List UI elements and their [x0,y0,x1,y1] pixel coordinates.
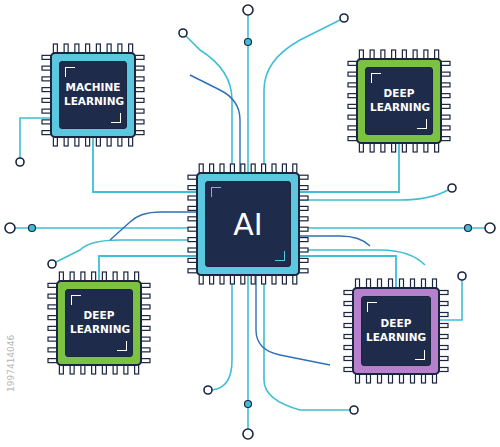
via-dot [465,225,472,232]
chip-core: MACHINE LEARNING [59,61,127,129]
trace [247,14,249,172]
via-dot [245,39,252,46]
chip-core: DEEP LEARNING [361,296,431,366]
terminal [179,29,187,37]
terminal [204,386,212,394]
corner-mark [417,119,427,129]
chip-label: MACHINE LEARNING [60,79,126,110]
corner-mark [65,67,75,77]
terminal [340,14,348,22]
trace [186,36,232,172]
corner-mark [111,113,121,123]
chip-box: MACHINE LEARNING [50,52,136,138]
processor-chip: AI [196,172,300,276]
corner-mark [117,341,127,351]
circuit-connector [99,256,196,280]
chip-core: DEEP LEARNING [65,289,133,357]
terminal [485,223,495,233]
via-dot [29,225,36,232]
terminal [350,406,358,414]
corner-mark [415,350,425,360]
circuit-connector [300,144,399,192]
trace [14,227,196,229]
corner-mark [71,295,81,305]
trace [56,240,196,262]
terminal [5,223,15,233]
pin-row [48,272,150,374]
chip-core: DEEP LEARNING [365,67,433,135]
trace [110,212,196,240]
pin-row [42,44,144,146]
circuit-connector [300,256,396,287]
circuit-connector [93,138,196,192]
corner-mark [275,251,285,261]
terminal [448,184,456,192]
pin-row [188,164,308,284]
watermark: 1997414046 [6,335,16,392]
trace [256,276,330,365]
terminal [243,429,253,439]
terminal [48,260,56,268]
trace [264,20,340,172]
terminal [458,272,466,280]
terminal [16,158,24,166]
chip-label: DEEP LEARNING [366,85,432,116]
corner-mark [371,73,381,83]
trace [190,75,240,172]
chip-label: DEEP LEARNING [362,315,430,346]
trace [300,236,370,246]
pin-row [348,50,450,152]
trace [264,276,350,410]
via-dot [245,401,252,408]
corner-mark [211,187,221,197]
chip-box: DEEP LEARNING [56,280,142,366]
corner-mark [367,302,377,312]
chip-label: AI [229,203,266,246]
terminal [243,5,253,15]
trace [300,250,425,265]
chip-box: DEEP LEARNING [352,287,440,375]
pin-row [344,279,448,383]
chip-box: DEEP LEARNING [356,58,442,144]
chip-label: DEEP LEARNING [66,307,132,338]
chip-core: AI [205,181,291,267]
trace [212,276,232,390]
trace [300,227,486,229]
